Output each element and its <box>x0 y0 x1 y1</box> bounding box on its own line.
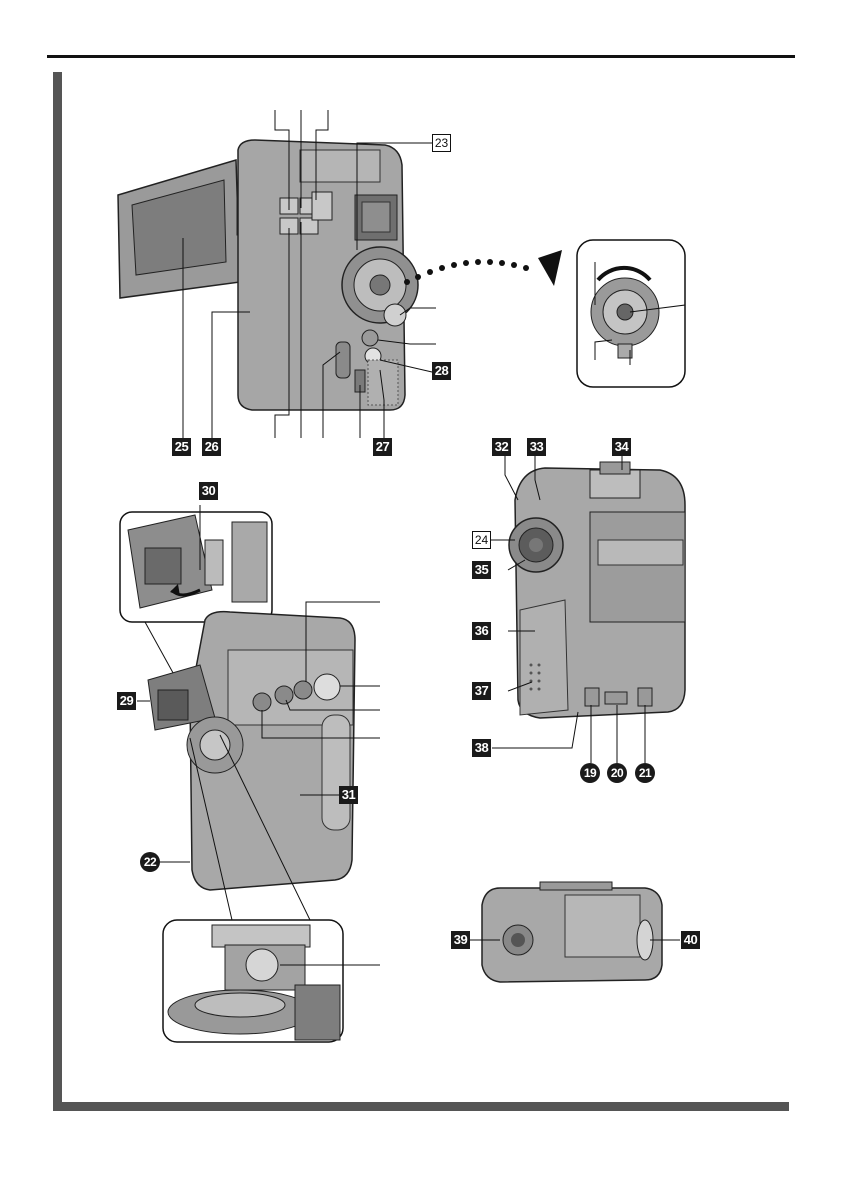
camcorder-bottom-figure <box>470 882 680 982</box>
callout-39: 39 <box>451 931 470 949</box>
callout-31: 31 <box>339 786 358 804</box>
camcorder-front-figure <box>488 455 685 763</box>
callout-29: 29 <box>117 692 136 710</box>
callout-25: 25 <box>172 438 191 456</box>
callout-36: 36 <box>472 622 491 640</box>
callout-26: 26 <box>202 438 221 456</box>
callout-21: 21 <box>635 763 655 783</box>
dotted-arrow <box>404 250 562 286</box>
callout-19: 19 <box>580 763 600 783</box>
callout-40: 40 <box>681 931 700 949</box>
camcorder-open-lcd-figure <box>118 110 436 438</box>
callout-37: 37 <box>472 682 491 700</box>
callout-30: 30 <box>199 482 218 500</box>
callout-34: 34 <box>612 438 631 456</box>
callout-33: 33 <box>527 438 546 456</box>
callout-22: 22 <box>140 852 160 872</box>
callout-38: 38 <box>472 739 491 757</box>
callout-20: 20 <box>607 763 627 783</box>
camcorder-rear-figure <box>120 505 380 1042</box>
callout-32: 32 <box>492 438 511 456</box>
callout-35: 35 <box>472 561 491 579</box>
callout-24: 24 <box>472 531 491 549</box>
callout-28: 28 <box>432 362 451 380</box>
dial-closeup <box>577 240 685 387</box>
callout-27: 27 <box>373 438 392 456</box>
callout-23: 23 <box>432 134 451 152</box>
